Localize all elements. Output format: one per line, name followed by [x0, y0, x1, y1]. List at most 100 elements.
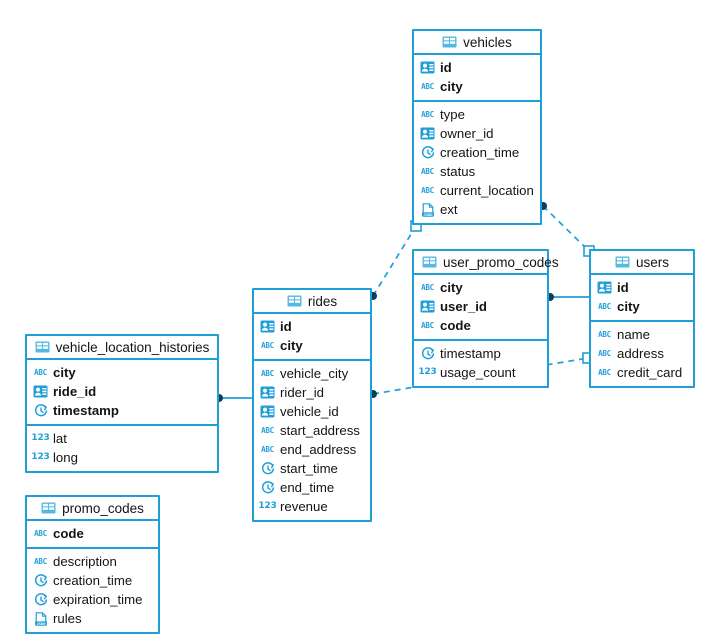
abc-icon: ABC	[421, 185, 434, 195]
field-label: type	[440, 107, 465, 122]
number-123-icon: 123	[258, 501, 277, 511]
abc-icon: ABC	[34, 528, 47, 538]
entity-header-user_promo_codes: user_promo_codes	[414, 251, 559, 275]
entity-title: promo_codes	[62, 500, 144, 516]
id-card-icon	[420, 299, 435, 314]
abc-icon: ABC	[598, 367, 611, 377]
svg-text:JSON: JSON	[423, 212, 432, 216]
table-grid-icon	[41, 501, 56, 516]
entity-header-promo_codes: promo_codes	[27, 497, 158, 521]
field-label: description	[53, 554, 117, 569]
abc-icon: ABC	[261, 444, 274, 454]
field-row[interactable]: ABC end_address	[254, 440, 370, 459]
field-label: user_id	[440, 299, 487, 314]
field-row[interactable]: owner_id	[414, 124, 540, 143]
field-row[interactable]: start_time	[254, 459, 370, 478]
field-label: rider_id	[280, 385, 324, 400]
abc-icon: ABC	[34, 556, 47, 566]
field-label: id	[280, 319, 292, 334]
field-label: current_location	[440, 183, 534, 198]
id-card-icon	[420, 60, 435, 75]
table-grid-icon	[287, 294, 302, 309]
field-label: revenue	[280, 499, 328, 514]
table-grid-icon	[442, 35, 457, 50]
field-label: lat	[53, 431, 67, 446]
field-label: rules	[53, 611, 82, 626]
field-row[interactable]: user_id	[414, 297, 547, 316]
field-label: name	[617, 327, 650, 342]
entity-header-rides: rides	[254, 290, 370, 314]
field-row[interactable]: ABC description	[27, 552, 158, 571]
clock-icon	[420, 145, 435, 160]
field-label: city	[440, 280, 463, 295]
clock-icon	[33, 573, 48, 588]
field-label: id	[440, 60, 452, 75]
field-row[interactable]: timestamp	[27, 401, 217, 420]
table-grid-icon	[615, 255, 630, 270]
clock-icon	[33, 592, 48, 607]
field-label: timestamp	[440, 346, 501, 361]
field-row[interactable]: id	[254, 317, 370, 336]
clock-icon	[33, 403, 48, 418]
field-label: address	[617, 346, 664, 361]
field-row[interactable]: expiration_time	[27, 590, 158, 609]
relationship-rel-vehicles-users[interactable]	[539, 202, 595, 257]
field-label: end_address	[280, 442, 357, 457]
field-label: end_time	[280, 480, 335, 495]
entity-title: user_promo_codes	[443, 254, 559, 270]
entity-title: users	[635, 254, 669, 270]
field-row[interactable]: creation_time	[27, 571, 158, 590]
field-row[interactable]: ABC current_location	[414, 181, 540, 200]
table-grid-icon	[35, 340, 50, 355]
abc-icon: ABC	[261, 340, 274, 350]
relationship-rel-vlh-rides[interactable]	[215, 394, 252, 402]
field-row[interactable]: creation_time	[414, 143, 540, 162]
relationship-rel-upc-users[interactable]	[546, 293, 589, 301]
field-label: city	[53, 365, 76, 380]
field-row[interactable]: JSON rules	[27, 609, 158, 628]
field-row[interactable]: end_time	[254, 478, 370, 497]
id-card-icon	[260, 385, 275, 400]
field-label: creation_time	[53, 573, 133, 588]
svg-text:JSON: JSON	[36, 621, 45, 625]
field-row[interactable]: id	[591, 278, 693, 297]
json-document-icon: JSON	[33, 611, 48, 626]
field-row[interactable]: ride_id	[27, 382, 217, 401]
field-row[interactable]: id	[414, 58, 540, 77]
field-row[interactable]: timestamp	[414, 344, 547, 363]
field-label: creation_time	[440, 145, 520, 160]
field-label: start_address	[280, 423, 360, 438]
field-row[interactable]: vehicle_id	[254, 402, 370, 421]
number-123-icon: 123	[31, 452, 50, 462]
id-card-icon	[420, 126, 435, 141]
field-row[interactable]: rider_id	[254, 383, 370, 402]
